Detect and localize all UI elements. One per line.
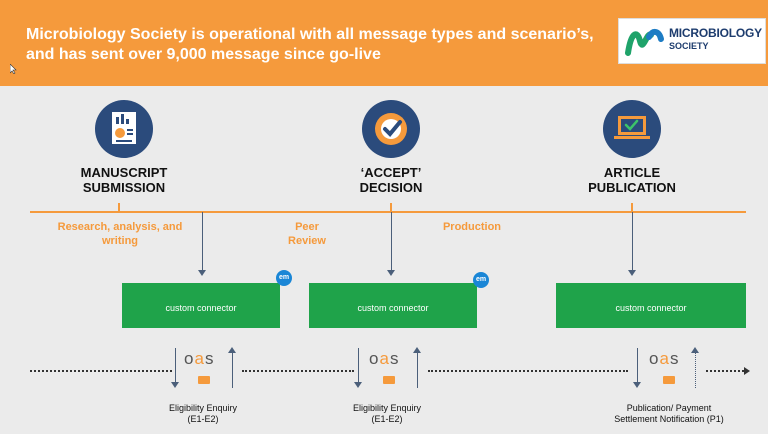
header-title-line2: and has sent over 9,000 message since go… [26,46,381,63]
em-badge-icon: em [473,272,489,288]
oas-letter-o: o [369,349,380,368]
stage-title-line1: ‘ACCEPT’ [360,165,422,180]
oas-logo-icon: oas [369,349,399,369]
checkmark-icon [375,113,407,145]
logo-text-society: SOCIETY [669,41,709,51]
oas-letter-s: s [204,349,215,368]
document-chart-icon [112,112,136,144]
arrow-down-icon [354,382,362,388]
stage-title-manuscript: MANUSCRIPT SUBMISSION [64,165,184,195]
oas-logo-icon: oas [184,349,214,369]
oas-logo-icon: oas [649,349,679,369]
phase-line1: Production [442,221,502,233]
header-title-line1: Microbiology Society is operational with… [26,26,594,43]
oas-letter-o: o [649,349,660,368]
laptop-check-icon [614,116,650,139]
message-line [428,370,628,372]
phase-line2: Review [288,235,326,247]
message-label-1: Eligibility Enquiry (E1-E2) [143,403,263,425]
mouse-cursor-icon [10,64,17,74]
custom-connector-2[interactable]: custom connector [309,283,477,328]
connector-label: custom connector [357,303,429,313]
flow-line [202,212,203,272]
arrow-down-icon [198,270,206,276]
message-label-3: Publication/ Payment Settlement Notifica… [596,403,742,425]
response-line [232,352,233,388]
oas-letter-s: s [669,349,680,368]
decision-stage-icon [362,100,420,158]
stage-title-publication: ARTICLE PUBLICATION [572,165,692,195]
arrow-up-icon [228,347,236,353]
custom-connector-1[interactable]: custom connector [122,283,280,328]
stage-title-line2: DECISION [359,180,423,195]
oas-letter-a: a [194,349,205,368]
message-label-line1: Eligibility Enquiry [168,403,238,413]
message-label-line2: (E1-E2) [371,414,403,424]
arrow-up-icon [413,347,421,353]
arrow-down-icon [171,382,179,388]
connector-label: custom connector [615,303,687,313]
request-line [358,348,359,384]
publication-stage-icon [603,100,661,158]
message-line [30,370,172,372]
arrow-down-icon [628,270,636,276]
arrow-down-icon [633,382,641,388]
message-label-line2: Settlement Notification (P1) [614,414,724,424]
message-line [706,370,744,372]
phase-line2: writing [101,235,139,247]
timeline-tick [631,203,633,212]
workflow-timeline [30,211,746,213]
custom-connector-3[interactable]: custom connector [556,283,746,328]
flow-line [391,212,392,272]
stage-title-line1: ARTICLE [603,165,661,180]
oas-letter-a: a [659,349,670,368]
phase-peer-review: Peer Review [277,220,337,248]
phase-production: Production [432,220,512,234]
phase-line1: Research, analysis, and [57,221,183,233]
manuscript-stage-icon [95,100,153,158]
timeline-tick [390,203,392,212]
arrow-down-icon [387,270,395,276]
oas-letter-a: a [379,349,390,368]
society-logo-icon [625,29,664,56]
stage-title-decision: ‘ACCEPT’ DECISION [331,165,451,195]
phase-line1: Peer [295,221,319,233]
header-banner: Microbiology Society is operational with… [0,0,768,86]
arrow-up-icon [691,347,699,353]
message-label-line1: Eligibility Enquiry [352,403,422,413]
stage-title-line2: SUBMISSION [82,180,166,195]
mail-icon [383,376,395,384]
response-line [417,352,418,388]
arrow-right-icon [744,367,750,375]
request-line [175,348,176,384]
request-line [637,348,638,384]
stage-title-line1: MANUSCRIPT [80,165,168,180]
oas-letter-o: o [184,349,195,368]
mail-icon [198,376,210,384]
oas-letter-s: s [389,349,400,368]
mail-icon [663,376,675,384]
em-badge-icon: em [276,270,292,286]
phase-research: Research, analysis, and writing [40,220,200,248]
timeline-tick [118,203,120,212]
message-label-line1: Publication/ Payment [626,403,712,413]
response-line [695,352,696,388]
message-line [242,370,354,372]
stage-title-line2: PUBLICATION [588,180,676,195]
connector-label: custom connector [165,303,237,313]
message-label-line2: (E1-E2) [187,414,219,424]
logo-text-microbiology: MICROBIOLOGY [669,26,762,40]
message-label-2: Eligibility Enquiry (E1-E2) [327,403,447,425]
flow-line [632,212,633,272]
microbiology-society-logo: MICROBIOLOGY SOCIETY [618,18,766,64]
